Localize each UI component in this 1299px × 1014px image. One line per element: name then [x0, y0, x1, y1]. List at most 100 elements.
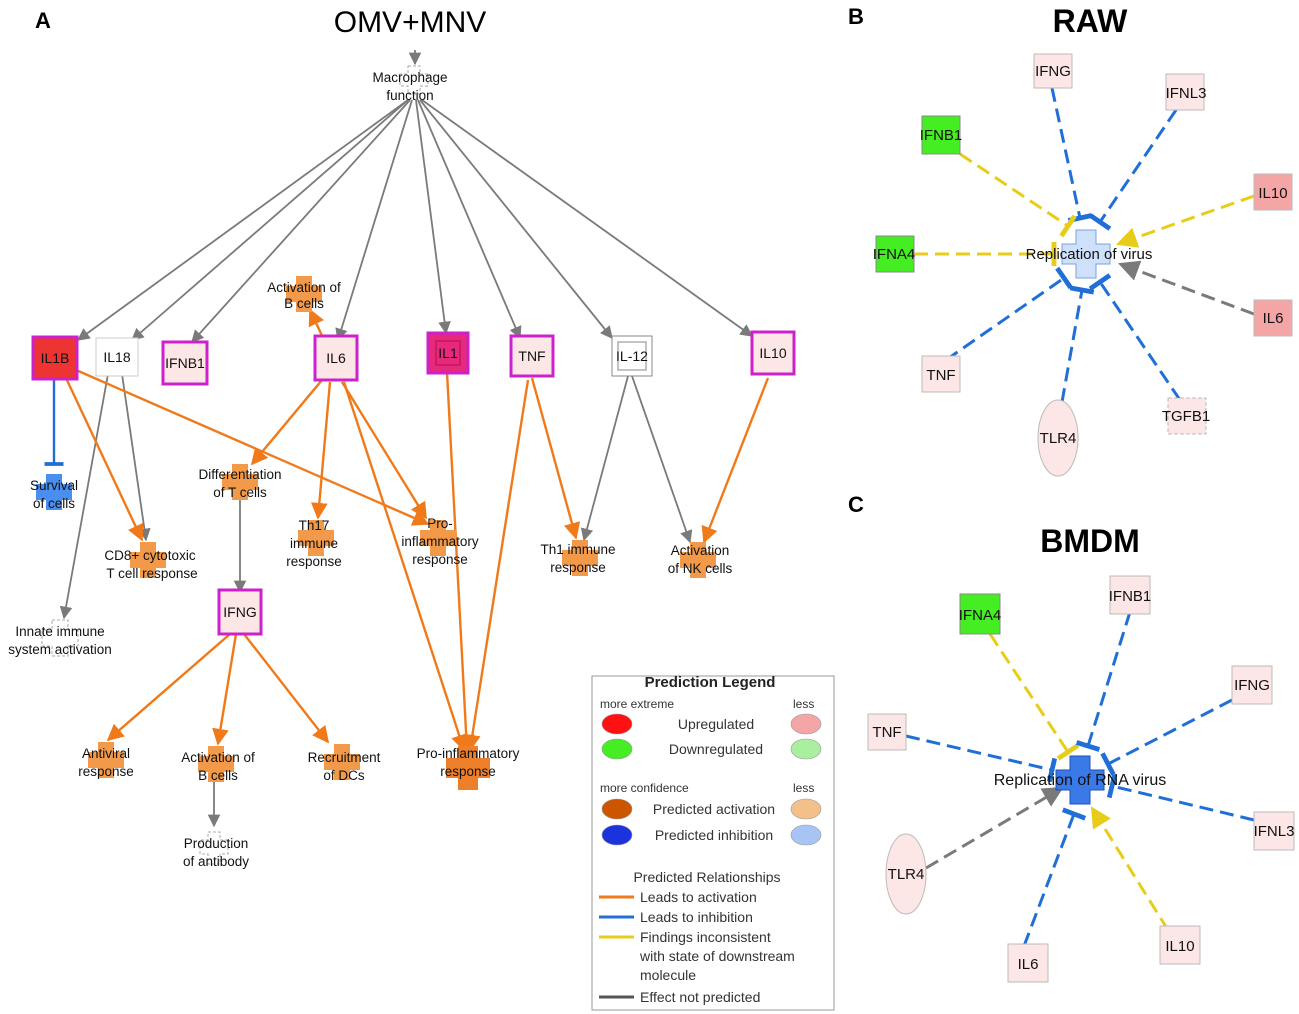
function-proinflammatory-bottom: Pro-inflammatory response [417, 746, 520, 790]
antibody-shape [199, 831, 229, 865]
edge-ifng-dcs [243, 633, 330, 744]
legend-inconsistent-3: molecule [640, 967, 696, 983]
th17-label-1: Th17 [299, 518, 330, 533]
b-node-ifng: IFNG [1033, 53, 1073, 89]
b-ifng-label: IFNG [1035, 63, 1071, 80]
function-th1: Th1 immune response [540, 540, 616, 576]
cd8-shape [130, 542, 166, 578]
panel-b-edges [914, 87, 1255, 403]
dcs-shape [324, 744, 360, 780]
node-tnf: TNF [509, 334, 555, 378]
antiviral-label-1: Antiviral [82, 746, 130, 761]
panel-a-title: OMV+MNV [334, 6, 487, 39]
c-node-ifnb1: IFNB1 [1109, 575, 1151, 615]
b-ifng-box [1033, 53, 1073, 89]
b-center-label: Replication of virus [1026, 246, 1153, 263]
node-il6: IL6 [313, 334, 359, 382]
legend-leads-inhibition: Leads to inhibition [640, 909, 753, 925]
antiviral-shape [88, 742, 124, 778]
b-node-center: Replication of virus [1026, 229, 1153, 279]
il1b-label: IL1B [41, 350, 70, 366]
c-edge-ifng [1100, 698, 1233, 776]
node-il1: IL1 [426, 331, 470, 375]
ifng-label: IFNG [223, 604, 256, 620]
function-cd8: CD8+ cytotoxic T cell response [104, 542, 198, 581]
c-edge-ifnb1 [1075, 611, 1132, 752]
edge-il1-proinflam-bottom [445, 371, 475, 752]
antibody-label-1: Production [184, 836, 249, 851]
b-edge-tlr4 [1060, 285, 1095, 403]
b-node-il10: IL10 [1253, 173, 1293, 211]
b-node-tgfb1: TGFB1 [1162, 397, 1210, 435]
c-node-tlr4: TLR4 [885, 833, 927, 915]
node-il10: IL10 [750, 330, 796, 376]
c-edge-il10 [1090, 806, 1170, 931]
node-il1b: IL1B [31, 335, 79, 381]
b-ifna4-label: IFNA4 [873, 246, 916, 263]
antiviral-label-2: response [78, 764, 134, 779]
function-production-antibody: Production of antibody [183, 831, 249, 869]
edge-tnf-proinflam-bottom [464, 379, 530, 752]
proinflam-bottom-shape [446, 746, 490, 790]
c-node-center: Replication of RNA virus [994, 755, 1166, 805]
edge-macrophage-ifnb1 [191, 99, 411, 343]
activation-b-top-shape [286, 276, 322, 312]
panel-c-edges [905, 611, 1255, 947]
panel-c-title: BMDM [1040, 523, 1140, 559]
c-node-tnf: TNF [867, 713, 907, 751]
edge-ifng-antiviral [106, 633, 231, 742]
function-th17: Th17 immune response [286, 518, 342, 569]
th17-label-3: response [286, 554, 342, 569]
macrophage-label-2: function [386, 88, 433, 103]
b-edge-ifnb1 [959, 152, 1077, 238]
c-ifna4-box [959, 593, 1001, 635]
c-ifna4-label: IFNA4 [959, 607, 1002, 624]
b-il6-box [1253, 299, 1293, 337]
node-ifnb1: IFNB1 [161, 340, 209, 386]
c-tnf-label: TNF [872, 724, 901, 741]
c-il10-label: IL10 [1165, 938, 1194, 955]
b-node-ifna4: IFNA4 [873, 235, 916, 273]
il12-inner-box [617, 341, 647, 371]
edge-il12-th1 [580, 375, 629, 542]
th17-label-2: immune [290, 536, 338, 551]
c-ifnl3-box [1253, 811, 1295, 851]
edge-macrophage-tnf [417, 99, 522, 340]
legend-less-1: less [793, 697, 814, 711]
b-tlr4-label: TLR4 [1040, 430, 1077, 447]
function-activation-b-cells-bottom: Activation of B cells [181, 746, 255, 783]
function-macrophage: Macrophage function [372, 65, 448, 103]
legend-up-strong [601, 713, 633, 735]
c-node-il10: IL10 [1159, 925, 1201, 965]
nk-label-1: Activation [671, 543, 730, 558]
b-node-tnf: TNF [921, 355, 961, 393]
cd8-label-2: T cell response [106, 566, 197, 581]
macrophage-label-1: Macrophage [372, 70, 447, 85]
c-ifng-label: IFNG [1234, 677, 1270, 694]
activation-b-bottom-shape [198, 746, 234, 782]
c-edge-tlr4 [925, 786, 1064, 870]
b-center-shape [1061, 229, 1111, 279]
legend-inconsistent-1: Findings inconsistent [640, 929, 771, 945]
b-ifnb1-box [921, 115, 961, 155]
legend-effect-not-predicted: Effect not predicted [640, 989, 760, 1005]
ifnb1-label: IFNB1 [165, 355, 205, 371]
survival-shape [36, 474, 72, 510]
b-edge-tnf [945, 266, 1073, 362]
panel-a-activation-edges [64, 308, 770, 752]
panel-c-letter: C [848, 492, 864, 517]
legend-inconsistent-2: with state of downstream [639, 948, 795, 964]
b-tnf-label: TNF [926, 367, 955, 384]
ifnb1-box [161, 340, 209, 386]
activation-b-bottom-label-2: B cells [198, 768, 238, 783]
legend-upregulated: Upregulated [678, 716, 754, 732]
il10-box [750, 330, 796, 376]
il12-label: IL-12 [616, 348, 648, 364]
b-il6-label: IL6 [1263, 310, 1284, 327]
edge-macrophage-il1 [415, 99, 451, 335]
b-tnf-box [921, 355, 961, 393]
activation-b-top-label-1: Activation of [267, 280, 341, 295]
c-ifnl3-label: IFNL3 [1254, 823, 1295, 840]
edge-il10-nk [701, 377, 770, 544]
